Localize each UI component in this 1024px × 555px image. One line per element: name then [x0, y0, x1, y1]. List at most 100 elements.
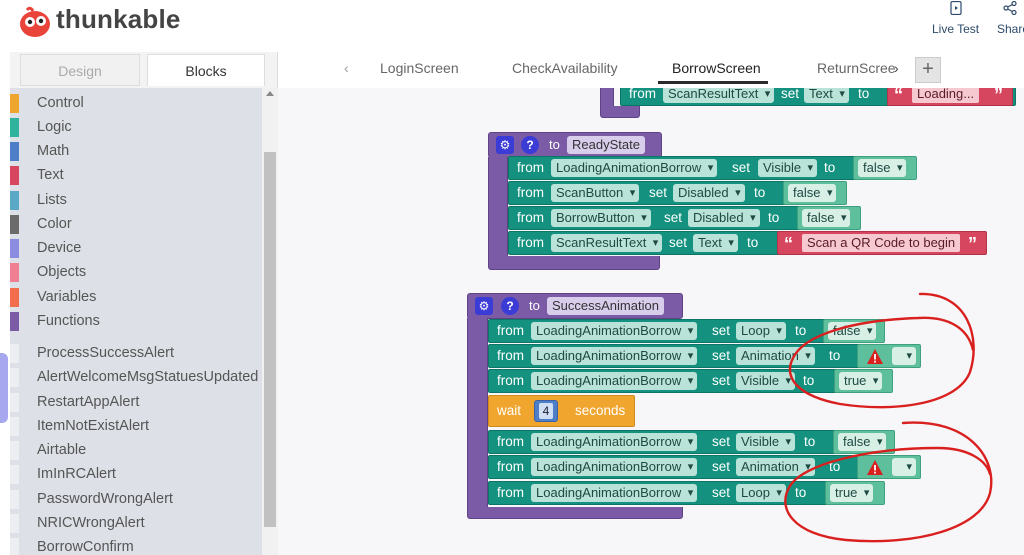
set-block[interactable]: from LoadingAnimationBorrow set Visible …	[488, 369, 893, 393]
tab-blocks[interactable]: Blocks	[147, 54, 265, 86]
category-lists[interactable]: Lists	[10, 189, 262, 211]
set-block[interactable]: from LoadingAnimationBorrow set Loop to …	[488, 319, 885, 343]
category-color[interactable]: Color	[10, 213, 262, 235]
flyout-handle[interactable]	[0, 353, 8, 423]
boolean-block[interactable]: false	[853, 156, 917, 180]
boolean-value[interactable]: false	[802, 209, 851, 227]
property-dropdown[interactable]: Visible	[736, 433, 796, 451]
property-dropdown[interactable]: Text	[693, 234, 738, 252]
tab-check-availability[interactable]: CheckAvailability	[512, 60, 618, 76]
boolean-value[interactable]: false	[788, 184, 837, 202]
category-variables[interactable]: Variables	[10, 286, 262, 308]
boolean-value[interactable]: false	[858, 159, 907, 177]
property-dropdown[interactable]: Visible	[736, 372, 796, 390]
set-block[interactable]: from BorrowButton set Disabled to false	[508, 206, 861, 230]
tab-login-screen[interactable]: LoginScreen	[380, 60, 459, 76]
component-dropdown[interactable]: LoadingAnimationBorrow	[531, 322, 698, 340]
boolean-block[interactable]: false	[823, 319, 885, 343]
procedure-header[interactable]: ⚙ ? to SuccessAnimation	[467, 293, 683, 319]
animation-value-block[interactable]	[857, 344, 921, 368]
wait-block[interactable]: wait 4 seconds	[488, 395, 635, 427]
property-dropdown[interactable]: Loop	[736, 322, 786, 340]
category-math[interactable]: Math	[10, 140, 262, 162]
set-block[interactable]: from ScanResultText set Text to “ Scan a…	[508, 231, 987, 255]
add-screen-button[interactable]: +	[915, 57, 941, 83]
blocks-workspace[interactable]: from ScanResultText set Text to “ Loadin…	[278, 88, 1024, 555]
help-icon[interactable]: ?	[521, 136, 539, 154]
set-block[interactable]: from LoadingAnimationBorrow set Loop to …	[488, 481, 885, 505]
category-objects[interactable]: Objects	[10, 261, 262, 283]
component-dropdown[interactable]: ScanResultText	[663, 88, 775, 103]
warning-icon[interactable]	[866, 348, 884, 365]
tab-borrow-screen[interactable]: BorrowScreen	[672, 60, 761, 76]
boolean-block[interactable]: true	[834, 369, 893, 393]
boolean-value[interactable]: true	[830, 484, 874, 502]
function-item[interactable]: RestartAppAlert	[10, 391, 262, 413]
function-item[interactable]: PasswordWrongAlert	[10, 488, 262, 510]
set-block[interactable]: from LoadingAnimationBorrow set Visible …	[508, 156, 917, 180]
boolean-block[interactable]: true	[825, 481, 885, 505]
function-item[interactable]: BorrowConfirm	[10, 536, 262, 555]
number-block[interactable]: 4	[534, 400, 558, 422]
wait-seconds-value[interactable]: 4	[539, 403, 553, 419]
function-item[interactable]: ProcessSuccessAlert	[10, 342, 262, 364]
set-block[interactable]: from LoadingAnimationBorrow set Visible …	[488, 430, 895, 454]
procedure-header[interactable]: ⚙ ? to ReadyState	[488, 132, 662, 158]
component-dropdown[interactable]: BorrowButton	[551, 209, 651, 227]
animation-dropdown[interactable]	[892, 347, 916, 365]
boolean-block[interactable]: false	[783, 181, 847, 205]
set-block[interactable]: from ScanResultText set Text to “ Loadin…	[620, 88, 1016, 106]
scroll-up-arrow-icon[interactable]	[266, 90, 274, 96]
property-dropdown[interactable]: Loop	[736, 484, 786, 502]
brand-name[interactable]: thunkable	[56, 4, 181, 34]
component-dropdown[interactable]: LoadingAnimationBorrow	[531, 484, 698, 502]
set-block[interactable]: from LoadingAnimationBorrow set Animatio…	[488, 455, 921, 479]
string-value[interactable]: Scan a QR Code to begin	[802, 234, 961, 252]
help-icon[interactable]: ?	[501, 297, 519, 315]
boolean-value[interactable]: false	[838, 433, 887, 451]
component-dropdown[interactable]: LoadingAnimationBorrow	[531, 458, 698, 476]
tab-return-screen[interactable]: ReturnScree	[817, 60, 896, 76]
property-dropdown[interactable]: Animation	[736, 458, 815, 476]
category-control[interactable]: Control	[10, 92, 262, 114]
component-dropdown[interactable]: LoadingAnimationBorrow	[531, 347, 698, 365]
boolean-value[interactable]: true	[839, 372, 883, 390]
animation-value-block[interactable]	[857, 455, 921, 479]
boolean-block[interactable]: false	[833, 430, 895, 454]
property-dropdown[interactable]: Disabled	[673, 184, 745, 202]
function-item[interactable]: ImInRCAlert	[10, 463, 262, 485]
component-dropdown[interactable]: ScanButton	[551, 184, 640, 202]
boolean-block[interactable]: false	[797, 206, 861, 230]
animation-dropdown[interactable]	[892, 458, 916, 476]
warning-icon[interactable]	[866, 459, 884, 476]
category-functions[interactable]: Functions	[10, 310, 262, 332]
component-dropdown[interactable]: LoadingAnimationBorrow	[531, 433, 698, 451]
component-dropdown[interactable]: ScanResultText	[551, 234, 663, 252]
property-dropdown[interactable]: Text	[804, 88, 849, 103]
property-dropdown[interactable]: Animation	[736, 347, 815, 365]
gear-icon[interactable]: ⚙	[475, 297, 493, 315]
gear-icon[interactable]: ⚙	[496, 136, 514, 154]
tabs-prev-arrow-icon[interactable]: ‹	[344, 60, 349, 76]
property-dropdown[interactable]: Disabled	[688, 209, 760, 227]
set-block[interactable]: from ScanButton set Disabled to false	[508, 181, 847, 205]
function-item[interactable]: ItemNotExistAlert	[10, 415, 262, 437]
function-item[interactable]: AlertWelcomeMsgStatuesUpdated	[10, 366, 262, 388]
function-item[interactable]: NRICWrongAlert	[10, 512, 262, 534]
component-dropdown[interactable]: LoadingAnimationBorrow	[531, 372, 698, 390]
panel-scrollbar-thumb[interactable]	[264, 152, 276, 527]
category-logic[interactable]: Logic	[10, 116, 262, 138]
tabs-next-arrow-icon[interactable]: ›	[894, 60, 899, 76]
category-device[interactable]: Device	[10, 237, 262, 259]
procedure-name[interactable]: ReadyState	[567, 136, 645, 154]
boolean-value[interactable]: false	[828, 322, 877, 340]
text-string-block[interactable]: “ Loading... ”	[887, 88, 1013, 106]
set-block[interactable]: from LoadingAnimationBorrow set Animatio…	[488, 344, 921, 368]
procedure-name[interactable]: SuccessAnimation	[547, 297, 664, 315]
function-item[interactable]: Airtable	[10, 439, 262, 461]
category-text[interactable]: Text	[10, 164, 262, 186]
thunkable-logo-icon[interactable]	[18, 6, 52, 38]
tab-design[interactable]: Design	[20, 54, 140, 86]
property-dropdown[interactable]: Visible	[758, 159, 818, 177]
component-dropdown[interactable]: LoadingAnimationBorrow	[551, 159, 718, 177]
